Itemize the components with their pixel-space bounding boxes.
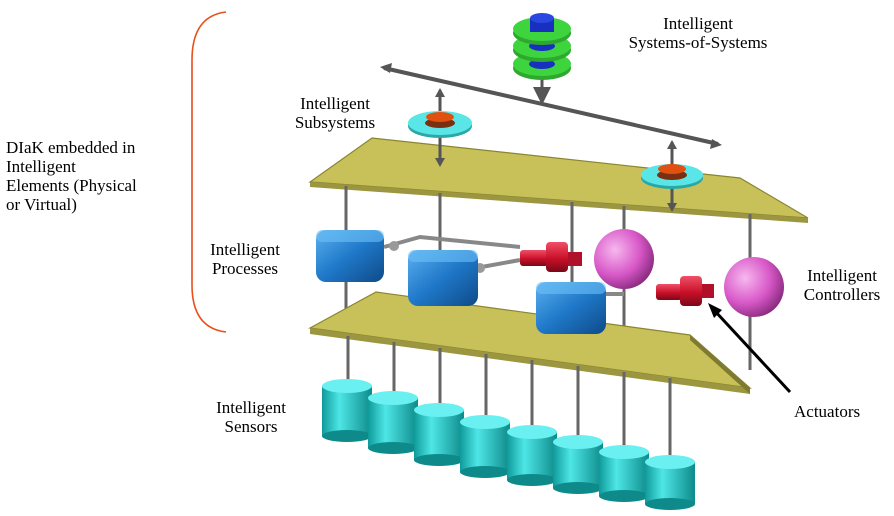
sensor-3	[414, 403, 464, 466]
actuator-pointer-arrow	[708, 303, 792, 394]
upper-plane	[308, 137, 809, 219]
diak-label: DIaK embedded in Intelligent Elements (P…	[6, 138, 137, 214]
sensor-7	[599, 445, 649, 502]
sensor-rods	[346, 336, 672, 462]
controller-sphere-left	[594, 229, 654, 289]
subsystem-ring-right	[641, 140, 703, 212]
actuator-left	[520, 242, 582, 272]
sensor-8	[645, 455, 695, 510]
sensor-1	[322, 379, 372, 442]
controllers-label: Intelligent Controllers	[803, 266, 881, 304]
subsystems-label: Intelligent Subsystems	[294, 94, 376, 132]
process-block-1	[316, 230, 384, 282]
grouping-bracket	[191, 11, 227, 333]
subsystem-ring-left	[408, 88, 472, 167]
sensor-2	[368, 391, 418, 454]
sensors-label: Intelligent Sensors	[216, 398, 286, 436]
systems-of-systems-label: Intelligent Systems-of-Systems	[628, 14, 768, 52]
sensor-row	[322, 379, 695, 510]
process-block-2	[408, 250, 478, 306]
sensor-6	[553, 435, 603, 494]
systems-of-systems-stack	[513, 13, 571, 105]
actuator-right	[656, 276, 714, 306]
controller-sphere-right	[724, 257, 784, 317]
sensor-4	[460, 415, 510, 478]
processes-label: Intelligent Processes	[210, 240, 280, 278]
process-block-3	[536, 282, 606, 334]
systems-network-link	[380, 63, 722, 149]
actuators-label: Actuators	[794, 402, 861, 421]
sensor-5	[507, 425, 557, 486]
